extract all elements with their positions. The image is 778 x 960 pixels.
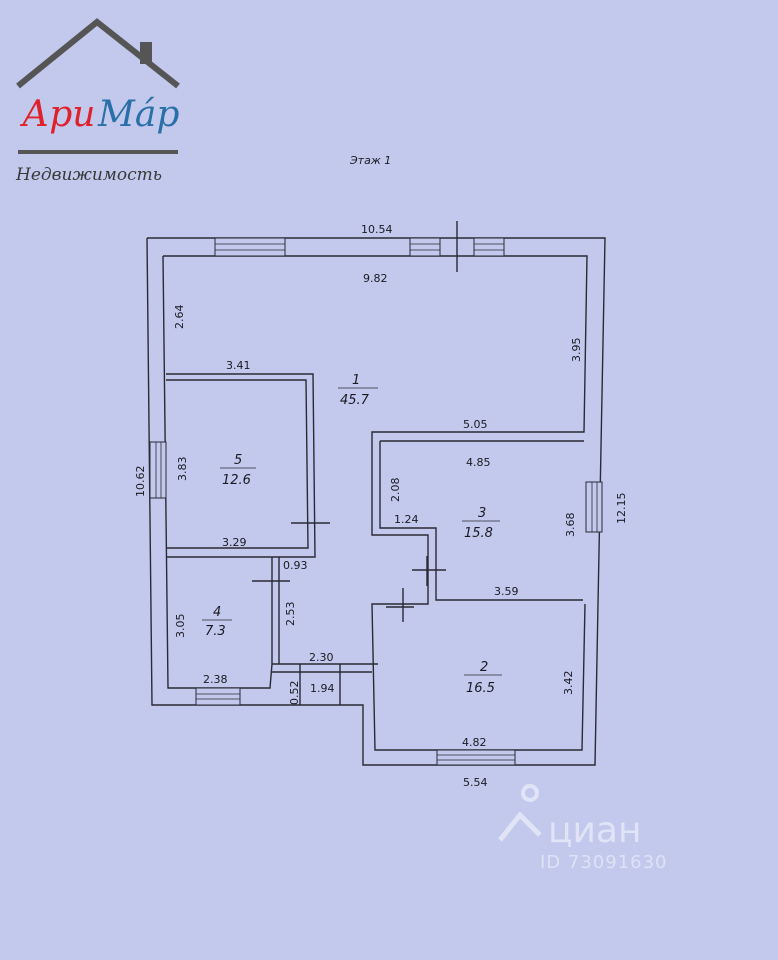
logo-name-red: Ари [19, 94, 96, 135]
room-1-area: 45.7 [340, 393, 370, 408]
dim-room5-top: 3.41 [226, 359, 251, 372]
dim-room4-left: 3.05 [174, 614, 187, 639]
room-4-area: 7.3 [205, 624, 226, 639]
dimension-labels: 10.54 9.82 10.62 12.15 2.64 3.95 3.41 3.… [134, 223, 628, 789]
windows [149, 237, 603, 766]
room-1-number: 1 [352, 373, 360, 388]
window-top-right [473, 237, 505, 257]
dim-room3-top: 4.85 [466, 456, 491, 469]
dim-room5-bottom: 3.29 [222, 536, 247, 549]
dim-corridor-bottom: 1.94 [310, 682, 335, 695]
dim-corridor-small: 0.93 [283, 559, 308, 572]
dim-room2-right: 3.42 [562, 671, 575, 696]
room-5-number: 5 [234, 453, 242, 468]
room-2-number: 2 [480, 660, 488, 675]
dim-top-inner: 9.82 [363, 272, 388, 285]
dim-bottom-outer: 5.54 [463, 776, 488, 789]
dim-corridor-depth: 0.52 [288, 681, 301, 706]
logo-subtitle: Недвижимость [15, 165, 162, 185]
dim-room1-right: 3.95 [570, 338, 583, 363]
window-bottom-right [436, 749, 516, 766]
room-5-area: 12.6 [222, 473, 251, 488]
dim-room3-right: 3.68 [564, 513, 577, 538]
dim-right-outer: 12.15 [615, 493, 628, 525]
dim-room3-left: 2.08 [389, 478, 402, 503]
dim-room2-bottom: 4.82 [462, 736, 487, 749]
dim-corridor-top: 2.30 [309, 651, 334, 664]
window-bottom-left [195, 687, 241, 706]
cian-watermark: циан ID 73091630 [498, 784, 668, 873]
dim-room4-right: 2.53 [284, 602, 297, 627]
room-2-area: 16.5 [466, 681, 495, 696]
room-3-area: 15.8 [464, 526, 493, 541]
window-top-mid [409, 237, 441, 257]
company-logo: Ари Ма́р Недвижимость [15, 18, 180, 185]
window-right [585, 481, 603, 533]
dim-left-outer: 10.62 [134, 466, 147, 498]
watermark-id: ID 73091630 [540, 852, 668, 873]
room-4-number: 4 [213, 605, 221, 620]
house-roof-icon [16, 18, 180, 89]
watermark-brand: циан [548, 810, 642, 851]
window-left [149, 441, 167, 499]
room-labels: 1 45.7 2 16.5 3 15.8 4 7.3 5 12.6 [202, 373, 502, 696]
dim-room1-left: 2.64 [173, 305, 186, 330]
dim-room4-bottom: 2.38 [203, 673, 228, 686]
logo-name-blue: Ма́р [97, 94, 179, 135]
floor-title: Этаж 1 [349, 154, 391, 167]
dim-room5-left: 3.83 [176, 457, 189, 482]
walls [146, 221, 606, 766]
cian-logo-icon [498, 784, 542, 842]
dim-room3-notch: 1.24 [394, 513, 419, 526]
dim-top-outer: 10.54 [361, 223, 393, 236]
room-3-number: 3 [478, 506, 486, 521]
dim-room3-top-outer: 5.05 [463, 418, 488, 431]
dim-room3-bottom: 3.59 [494, 585, 519, 598]
window-top-left [214, 237, 286, 257]
